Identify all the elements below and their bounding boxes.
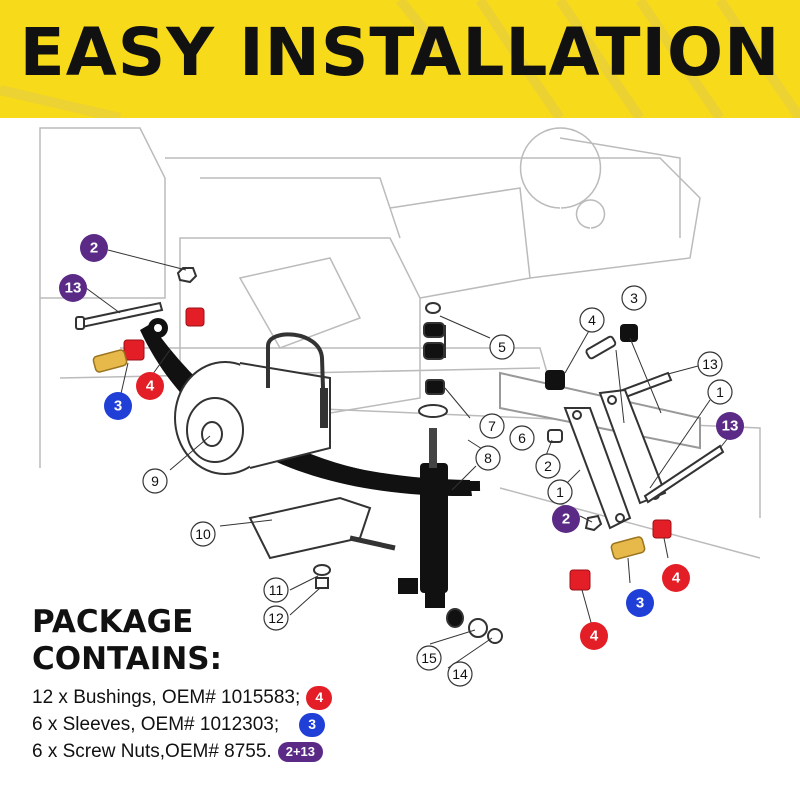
bushing-black-right [545, 370, 565, 390]
callout-4: 4 [579, 307, 605, 333]
callout-2: 2 [535, 453, 561, 479]
badge-13-right: 13 [716, 412, 744, 440]
badge-2-left: 2 [80, 234, 108, 262]
svg-text:10: 10 [195, 526, 211, 542]
shock-absorber [398, 428, 448, 608]
svg-text:8: 8 [484, 450, 492, 466]
callout-6: 6 [509, 425, 535, 451]
bushing-red-left [123, 307, 205, 361]
nut-2-left [176, 267, 198, 284]
badge-3-legend: 3 [299, 712, 326, 737]
callout-13: 13 [697, 351, 723, 377]
axle-hub [174, 361, 331, 475]
svg-text:4: 4 [588, 312, 596, 328]
callout-9: 9 [142, 468, 168, 494]
callout-11: 11 [263, 577, 289, 603]
svg-text:7: 7 [488, 418, 496, 434]
callout-3: 3 [621, 285, 647, 311]
badge-13-left: 13 [59, 274, 87, 302]
svg-text:13: 13 [702, 356, 718, 372]
svg-text:12: 12 [268, 610, 284, 626]
svg-text:2: 2 [562, 511, 570, 528]
lower-shock-hardware [446, 608, 503, 644]
callout-10: 10 [190, 521, 216, 547]
svg-text:13: 13 [65, 280, 82, 297]
svg-text:4: 4 [590, 628, 599, 645]
u-bolt [266, 332, 326, 419]
sleeve-brass-left [92, 349, 128, 373]
callout-15: 15 [416, 645, 442, 671]
svg-text:13: 13 [722, 418, 739, 435]
package-title: PACKAGE CONTAINS: [32, 604, 222, 677]
badge-4-right-lower: 4 [580, 622, 608, 650]
badge-2-13-legend: 2+13 [277, 741, 324, 762]
svg-text:14: 14 [452, 666, 468, 682]
callout-5: 5 [489, 334, 515, 360]
svg-text:3: 3 [114, 398, 122, 415]
callout-1-left: 1 [547, 479, 573, 505]
svg-text:6: 6 [518, 430, 526, 446]
callout-labels: 1 1 2 3 4 5 6 7 8 9 10 11 12 13 14 15 [142, 285, 733, 687]
svg-text:2: 2 [544, 458, 552, 474]
header-banner: EASY INSTALLATION [0, 0, 800, 118]
page-title: EASY INSTALLATION [19, 14, 781, 91]
badge-4-right-upper: 4 [662, 564, 690, 592]
shock-mount-stack [418, 302, 448, 418]
svg-text:3: 3 [636, 595, 644, 612]
svg-text:15: 15 [421, 650, 437, 666]
callout-7: 7 [479, 413, 505, 439]
svg-text:3: 3 [630, 290, 638, 306]
svg-text:9: 9 [151, 473, 159, 489]
badge-2-right: 2 [552, 505, 580, 533]
svg-text:4: 4 [672, 570, 681, 587]
svg-text:2: 2 [90, 240, 98, 257]
badge-3-right: 3 [626, 589, 654, 617]
badge-4-legend: 4 [306, 685, 333, 710]
badge-4-left: 4 [136, 372, 164, 400]
package-item-bushings: 12 x Bushings, OEM# 1015583; 4 [32, 684, 502, 711]
callout-14: 14 [447, 661, 473, 687]
package-item-nuts: 6 x Screw Nuts,OEM# 8755. 2+13 [32, 738, 502, 765]
svg-text:11: 11 [269, 582, 284, 598]
callout-12: 12 [263, 605, 289, 631]
badge-3-left: 3 [104, 392, 132, 420]
sleeve-brass-right [610, 536, 646, 560]
tread-pattern [0, 0, 800, 118]
callout-8: 8 [475, 445, 501, 471]
package-item-sleeves: 6 x Sleeves, OEM# 1012303; 3 [32, 711, 502, 738]
part-badges: 2 13 4 3 2 4 3 4 13 [59, 234, 744, 650]
mount-bracket [248, 496, 372, 560]
svg-text:1: 1 [556, 484, 564, 500]
svg-text:1: 1 [716, 384, 724, 400]
suspension-diagram: 1 1 2 3 4 5 6 7 8 9 10 11 12 13 14 15 2 … [39, 127, 761, 687]
svg-text:4: 4 [146, 378, 155, 395]
bushing-red-right [569, 519, 672, 591]
svg-text:5: 5 [498, 339, 506, 355]
package-contents: PACKAGE CONTAINS: 12 x Bushings, OEM# 10… [32, 604, 502, 765]
bolt-13-left [75, 301, 164, 330]
callout-1-right: 1 [707, 379, 733, 405]
